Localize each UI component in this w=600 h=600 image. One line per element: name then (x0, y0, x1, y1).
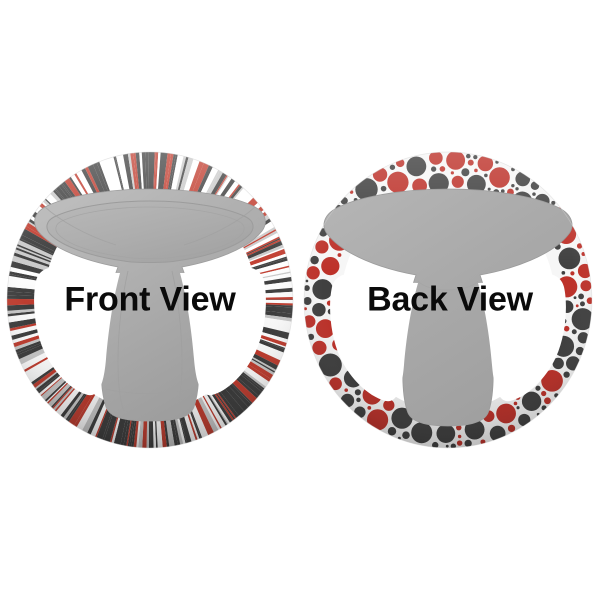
front-airbag-seam (55, 206, 245, 259)
front-spoke-edge-right (183, 206, 256, 246)
back-spoke-windows (330, 273, 566, 402)
back-rim-outer-edge (303, 151, 593, 449)
front-spoke-seam-left (117, 270, 129, 412)
front-airbag-pad (46, 200, 254, 263)
front-window-left (34, 267, 120, 396)
front-spoke-windows (34, 267, 266, 396)
steering-wheel-back-view (302, 145, 600, 455)
front-spoke-seam-right (171, 270, 183, 412)
back-window-right (478, 273, 566, 402)
back-hub-body (323, 188, 573, 427)
front-rim-outer-edge (6, 151, 294, 449)
back-hub-seam (417, 280, 479, 291)
front-window-right (180, 267, 266, 396)
front-spoke-seam-bottom (105, 388, 195, 394)
steering-wheel-front-view (0, 145, 305, 455)
back-window-left (330, 273, 418, 402)
front-spoke-edge-left (44, 206, 117, 246)
front-view-label: Front View (64, 280, 236, 319)
front-hub-assembly (34, 188, 266, 422)
back-hub-assembly (323, 188, 573, 427)
back-view-label: Back View (367, 280, 533, 319)
